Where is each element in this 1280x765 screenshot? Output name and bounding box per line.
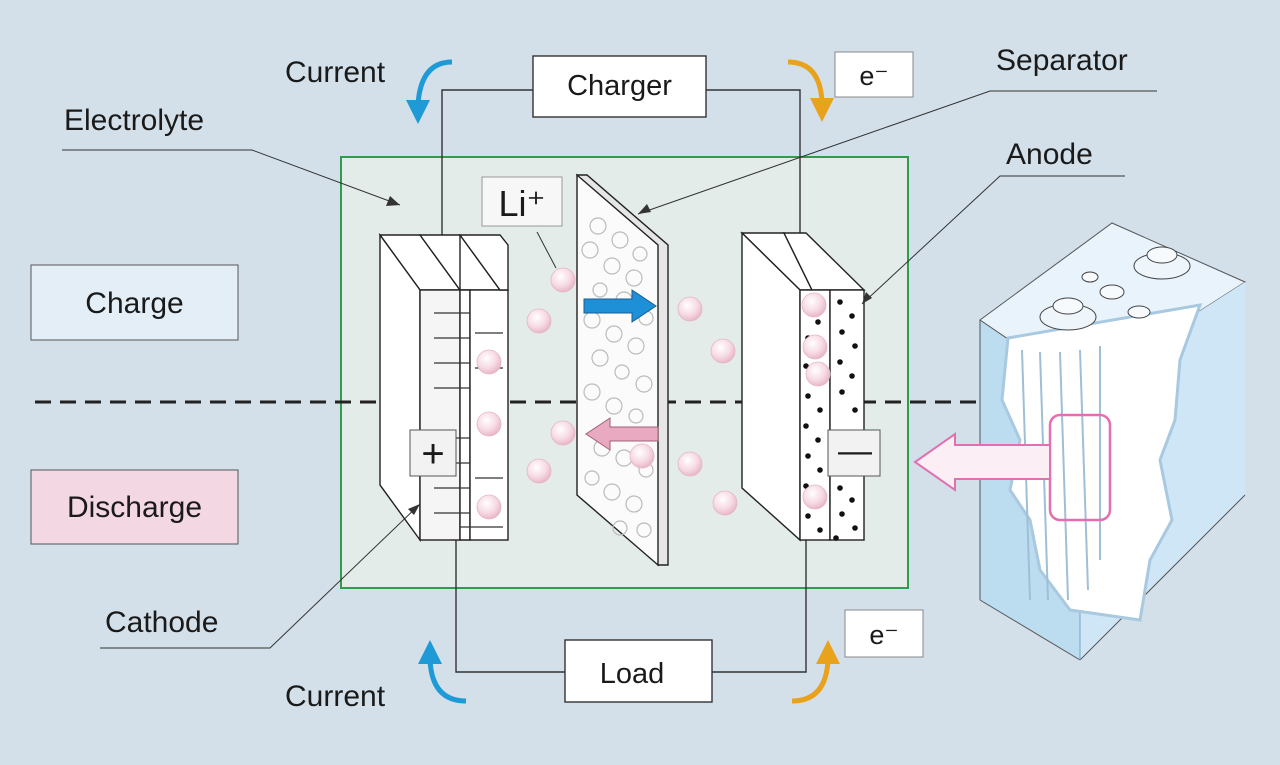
electron-arrow-top-head [810,98,834,122]
charge-label: Charge [85,287,183,320]
current-label-bottom: Current [285,680,386,713]
current-arrow-top [415,59,453,105]
electron-bottom-box [844,609,924,658]
electron-arrow-top [787,59,825,103]
plus-sign: + [421,432,444,476]
electrolyte-label: Electrolyte [64,104,204,137]
current-label-top: Current [285,56,386,89]
load-label: Load [600,658,665,690]
current-arrow-top-head [406,100,430,124]
electron-bottom-label: e⁻ [869,620,898,650]
anode-label: Anode [1006,138,1093,171]
discharge-box [30,469,239,545]
separator-label: Separator [996,44,1128,77]
separator-pores [581,217,654,538]
electron-top-box [834,51,914,98]
anode-plates [740,231,866,542]
battery-icon [979,222,1247,661]
current-arrow-bottom [427,659,467,704]
electron-arrow-bottom [791,659,831,704]
zoom-arrow [913,432,1051,492]
electron-arrow-bottom-head [816,640,840,664]
separator-pointer-head [638,204,651,214]
load-box [564,639,713,703]
electron-top-label: e⁻ [859,61,888,91]
lithium-ion-label-box [481,176,563,227]
cathode-terminal-plus [409,429,457,477]
charge-direction-arrow [583,289,657,323]
discharge-direction-arrow [585,417,659,451]
anode-terminal-minus [827,429,881,477]
discharge-label: Discharge [67,491,202,524]
electrolyte-pointer-head [386,196,400,206]
minus-sign: — [838,432,872,470]
charge-box [30,264,239,341]
cathode-pointer-head [408,504,420,515]
current-arrow-bottom-head [418,640,442,664]
charger-label: Charger [567,70,672,102]
leader-lines [62,90,1157,649]
charger-box [532,55,707,118]
cathode-label: Cathode [105,606,218,639]
circuit-wires [441,89,807,673]
anode-pointer-head [862,292,872,304]
lithium-ion-label: Li⁺ [498,183,545,224]
lithium-ions [476,267,831,520]
